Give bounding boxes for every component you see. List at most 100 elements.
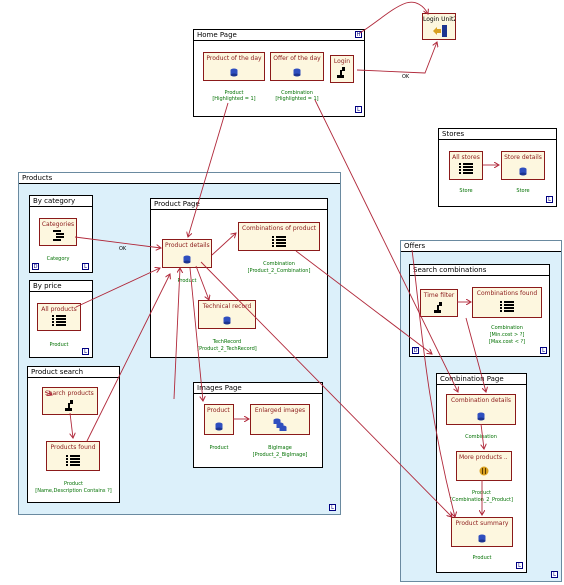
unit-entity: Store — [516, 188, 530, 194]
offers-area-title: Offers — [401, 241, 561, 252]
page-title: Combination Page — [437, 374, 526, 385]
unit-label: More products .. — [459, 454, 508, 461]
unit-label: Search products — [45, 390, 94, 397]
home-page-title: Home Page — [194, 30, 364, 41]
all-stores-unit[interactable]: All stores — [449, 151, 483, 180]
entry-unit-icon — [337, 67, 345, 78]
landmark-marker: L — [516, 562, 523, 569]
unit-label: Categories — [41, 221, 75, 228]
page-title: Search combinations — [410, 265, 549, 276]
offer-of-the-day-unit[interactable]: Offer of the day — [270, 52, 324, 81]
unit-label: Time filter — [423, 292, 455, 299]
unit-label: Product summary — [455, 520, 509, 527]
unit-label: Product details — [165, 242, 210, 249]
unit-entity: Combination — [491, 325, 523, 331]
time-filter-unit[interactable]: Time filter — [420, 289, 458, 317]
unit-entity: Product — [472, 555, 492, 561]
unit-selector: [Highlighted = 1] — [275, 96, 319, 102]
data-unit-icon — [223, 316, 231, 325]
login-unit[interactable]: Login — [330, 55, 354, 83]
combination-details-unit[interactable]: Combination details — [446, 394, 516, 425]
unit-label: Store details — [504, 154, 542, 161]
unit-selector: [Product_2_Combination] — [247, 268, 311, 274]
unit-label: Technical record — [202, 303, 252, 310]
entry-unit-icon — [65, 400, 73, 411]
store-details-unit[interactable]: Store details — [501, 151, 545, 180]
link-label: OK — [119, 246, 127, 252]
products-found-unit[interactable]: Products found — [46, 441, 100, 471]
home-page: Home Page H Product of the day Product [… — [193, 29, 365, 117]
unit-selector: [Max.cost < ?] — [488, 339, 526, 345]
combinations-found-unit[interactable]: Combinations found — [472, 287, 542, 318]
default-marker: D — [412, 347, 419, 354]
landmark-marker: L — [355, 106, 362, 113]
data-unit-icon — [293, 68, 301, 77]
page-title: Images Page — [194, 383, 322, 394]
unit-label: Product — [207, 407, 230, 414]
unit-label: Product of the day — [206, 55, 262, 62]
unit-label: Products found — [50, 444, 96, 451]
unit-selector: [Min.cost > ?] — [489, 332, 525, 338]
link-label: OK — [402, 74, 410, 80]
product-summary-unit[interactable]: Product summary — [451, 517, 513, 547]
entry-unit-icon — [434, 302, 442, 313]
unit-label: Combinations found — [476, 290, 538, 297]
unit-entity: Product — [64, 481, 83, 487]
landmark-marker: L — [329, 504, 336, 511]
enlarged-images-unit[interactable]: Enlarged images — [250, 404, 310, 435]
landmark-marker: L — [551, 571, 558, 578]
login-door-icon — [433, 25, 447, 37]
hierarchy-index-icon — [53, 230, 64, 241]
unit-selector: [Name,Description Contains ?] — [35, 488, 112, 494]
page-title: By category — [30, 196, 92, 207]
stores-page-title: Stores — [439, 129, 556, 140]
login-operation-unit[interactable]: Login Unit2 — [422, 13, 456, 40]
unit-entity: Combination — [263, 261, 295, 267]
index-unit-icon — [272, 236, 286, 247]
unit-selector: [Highlighted = 1] — [212, 96, 256, 102]
products-area-title: Products — [19, 173, 340, 184]
by-category-page: By category Categories Category D L — [29, 195, 93, 273]
unit-label: Offer of the day — [273, 55, 321, 62]
more-products-unit[interactable]: More products .. — [456, 451, 512, 481]
data-unit-icon — [183, 255, 191, 264]
unit-entity: Product — [224, 90, 244, 96]
home-marker: H — [355, 31, 362, 38]
categories-unit[interactable]: Categories — [39, 218, 77, 246]
unit-label: Combination details — [450, 397, 512, 404]
scroller-unit-icon — [479, 466, 489, 476]
unit-entity: Product — [209, 445, 229, 451]
index-unit-icon — [459, 163, 473, 174]
landmark-marker: L — [546, 196, 553, 203]
stores-page: Stores All stores Store Store details St… — [438, 128, 557, 207]
page-title: Product Page — [151, 199, 327, 210]
unit-label: Login — [333, 58, 351, 65]
technical-record-unit[interactable]: Technical record — [198, 300, 256, 329]
search-combinations-page: Search combinations Time filter Combinat… — [409, 264, 550, 357]
unit-label: Combinations of product — [242, 225, 316, 232]
product-search-page: Product search Search products Products … — [27, 366, 120, 503]
default-marker: D — [32, 263, 39, 270]
unit-entity: TechRecord — [212, 339, 242, 345]
combinations-of-product-unit[interactable]: Combinations of product — [238, 222, 320, 251]
all-products-unit[interactable]: All products — [37, 303, 81, 331]
data-unit-icon — [477, 412, 485, 421]
unit-entity: Combination — [281, 90, 313, 96]
link-homepage-loginunit — [359, 1, 428, 34]
unit-label: All stores — [452, 154, 480, 161]
unit-label: Login Unit2 — [423, 16, 455, 23]
product-unit[interactable]: Product — [204, 404, 234, 435]
page-title: Product search — [28, 367, 119, 378]
search-products-unit[interactable]: Search products — [42, 387, 98, 415]
unit-entity: Product — [49, 342, 69, 348]
unit-entity: Category — [46, 256, 70, 262]
data-unit-icon — [215, 422, 223, 431]
product-details-unit[interactable]: Product details — [162, 239, 212, 268]
page-title: By price — [30, 281, 92, 292]
product-of-the-day-unit[interactable]: Product of the day — [203, 52, 265, 81]
data-unit-icon — [519, 167, 527, 176]
product-page: Product Page Product details Product Com… — [150, 198, 328, 358]
unit-label: All products — [41, 306, 77, 313]
index-unit-icon — [66, 455, 80, 466]
multidata-unit-icon — [273, 418, 287, 431]
